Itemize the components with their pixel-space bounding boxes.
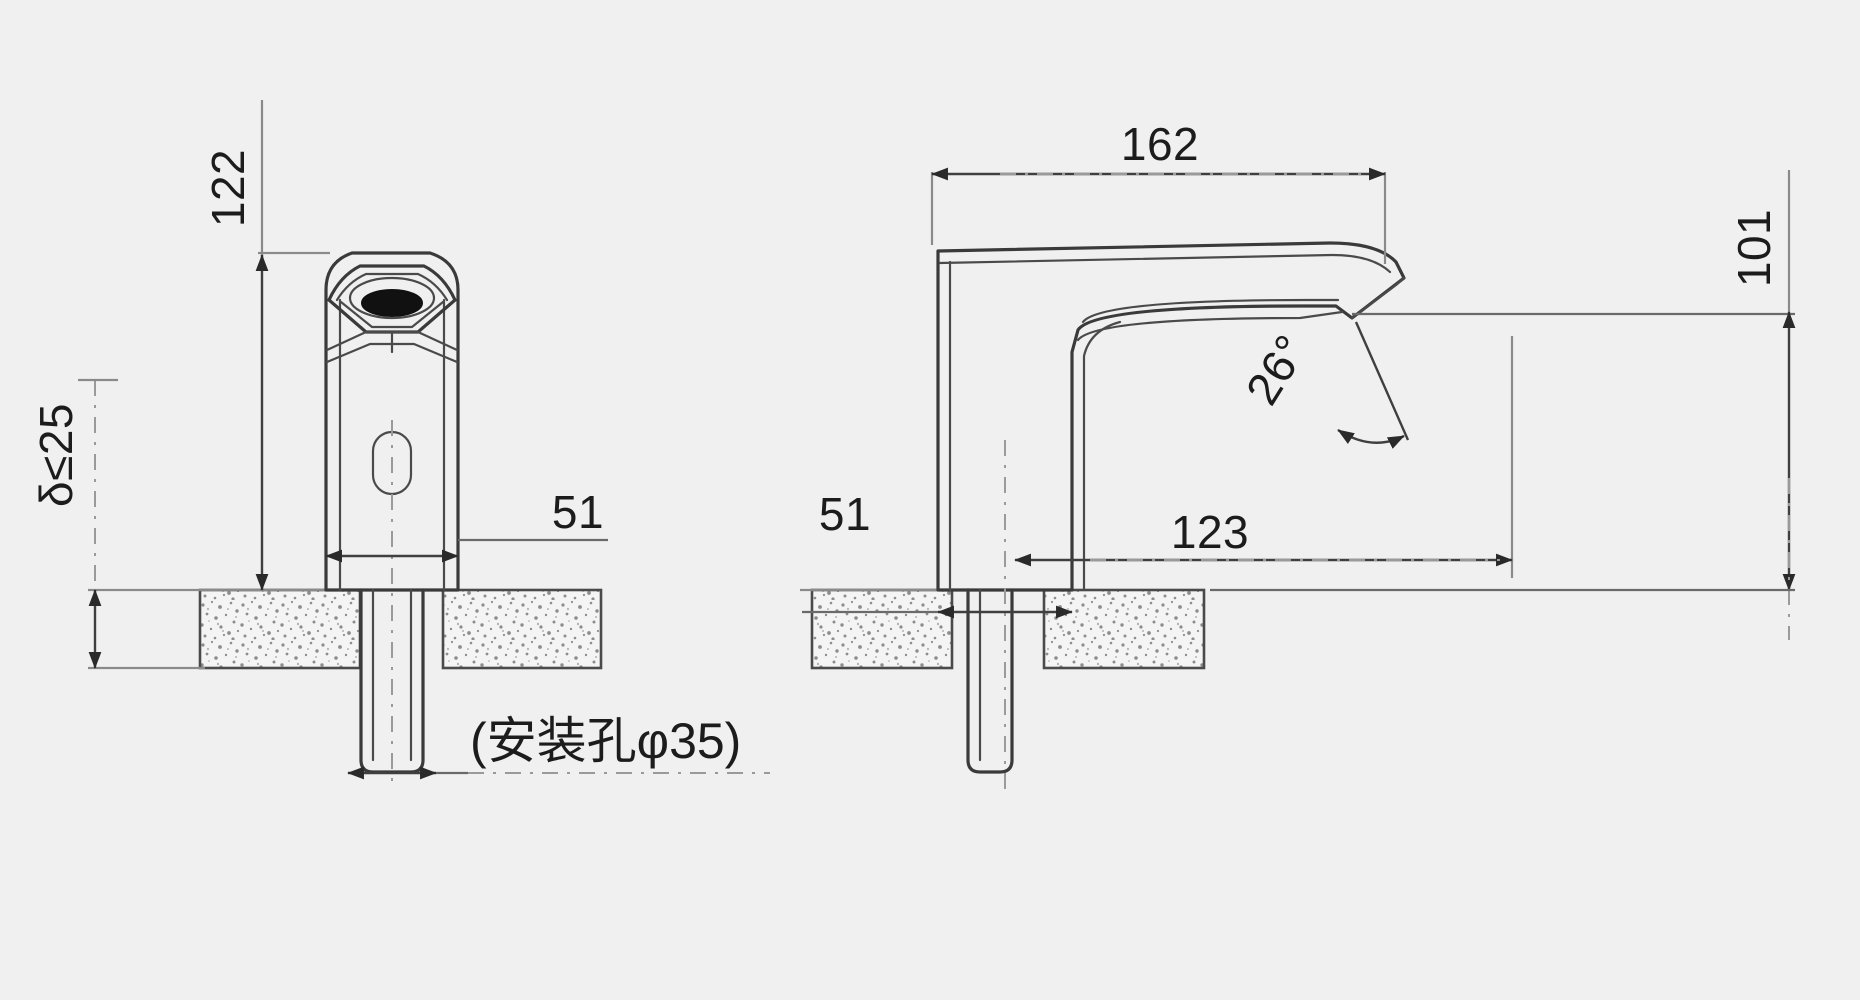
faucet-side-top-inner-line: [938, 253, 1392, 274]
aerator-outlet: [361, 289, 423, 317]
mounting-shank-side: [966, 588, 1014, 774]
dim-side-51-label: 51: [819, 488, 871, 540]
dim-angle-26-label: 26°: [1236, 326, 1318, 414]
aerator-outlet-ring: [348, 276, 436, 320]
dim-101-label: 101: [1728, 209, 1780, 287]
spout-recess-inner: [339, 300, 445, 329]
front-view-group: 122 δ≤25 51 (安装孔φ35): [30, 100, 770, 790]
dim-deck-thickness-label: δ≤25: [30, 403, 82, 507]
faucet-head-lip-outer: [327, 264, 457, 302]
faucet-side-neck-curve: [1082, 320, 1122, 592]
faucet-body-front-outline: [324, 251, 460, 592]
dim-angle-leader-line: [1354, 321, 1410, 441]
dim-angle-arc: [1337, 428, 1405, 449]
faucet-side-outline: [936, 241, 1406, 592]
faucet-side-spout-lower-line: [1076, 310, 1344, 342]
spout-tip-facet: [1350, 276, 1406, 320]
mounting-hole-note: (安装孔φ35): [470, 713, 741, 769]
countertop-slab-left: [198, 588, 362, 670]
faucet-side-spout-under-line: [1081, 298, 1340, 324]
dim-front-51-label: 51: [552, 486, 604, 538]
side-view-group: 162 101 51 123 26°: [800, 118, 1796, 790]
dim-123-label: 123: [1171, 506, 1249, 558]
side-countertop-slab-right: [1042, 588, 1206, 670]
dim-162-label: 162: [1121, 118, 1199, 170]
faucet-head-lip-inner: [335, 272, 449, 302]
countertop-slab-right: [441, 588, 603, 670]
side-countertop-slab-left: [810, 588, 954, 670]
dim-122-label: 122: [202, 149, 254, 227]
